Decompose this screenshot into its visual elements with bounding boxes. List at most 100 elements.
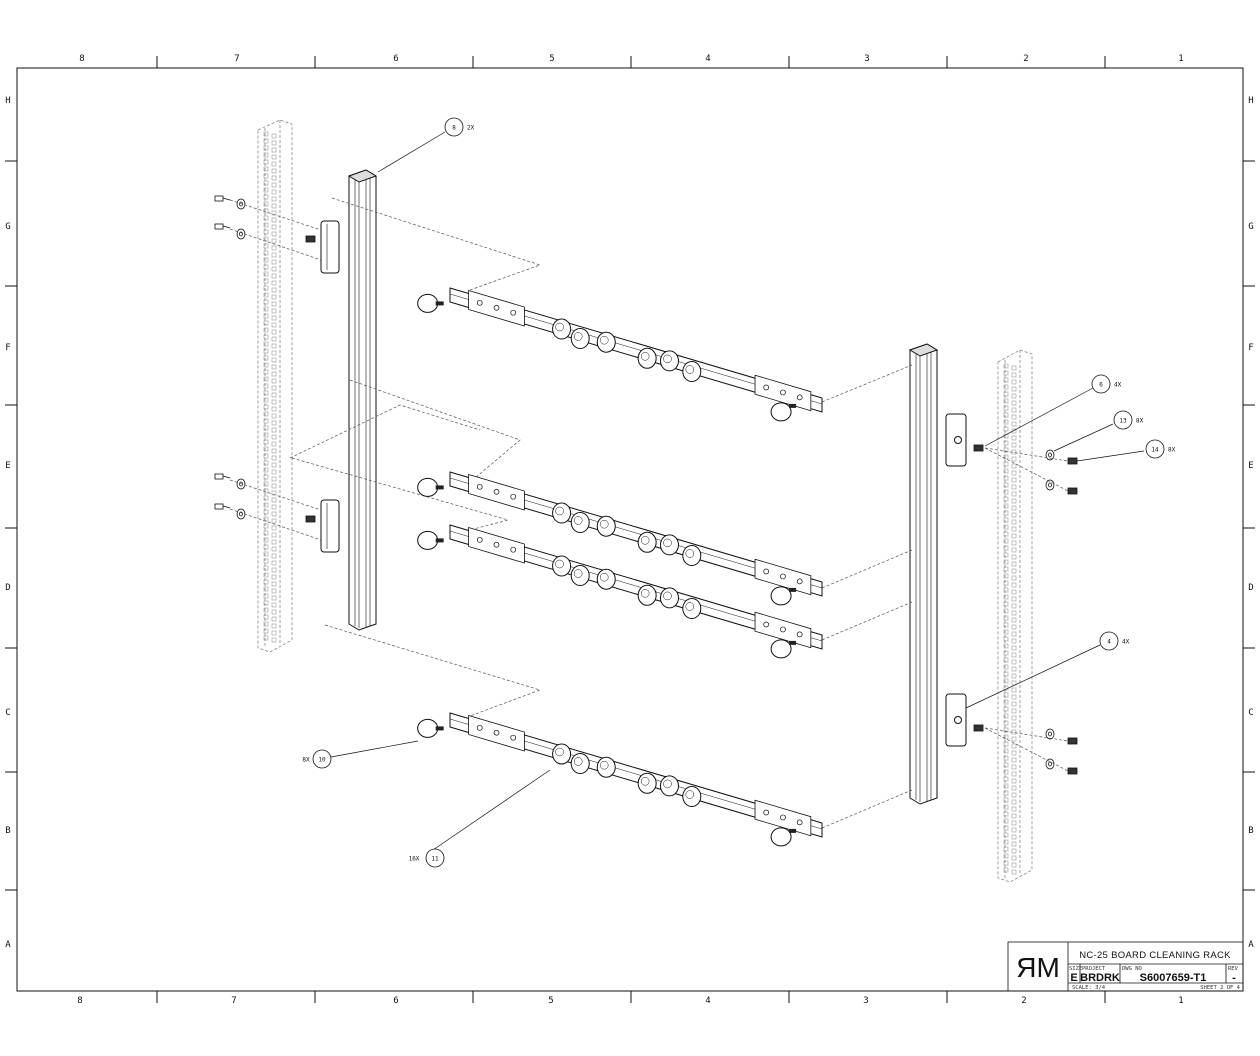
- upright-slot: [271, 630, 277, 636]
- zone-col-6-bottom: 6: [393, 996, 398, 1006]
- upright-slot: [263, 558, 269, 564]
- upright-slot: [1003, 706, 1009, 712]
- upright-slot: [1003, 580, 1009, 586]
- upright-slot: [263, 621, 269, 627]
- upright-slot: [271, 371, 277, 377]
- upright-slot: [263, 306, 269, 312]
- upright-slot: [271, 539, 277, 545]
- upright-slot: [1003, 643, 1009, 649]
- bolt-hole: [510, 546, 517, 553]
- upright-slot: [1011, 764, 1017, 770]
- upright-slot: [1003, 811, 1009, 817]
- upright-slot: [1003, 769, 1009, 775]
- upright-slot: [271, 406, 277, 412]
- upright-slot: [271, 483, 277, 489]
- screw-icon: [214, 473, 231, 480]
- upright-slot: [1011, 386, 1017, 392]
- balloon-item-11: 11 16X: [409, 848, 445, 868]
- upright-slot: [1011, 435, 1017, 441]
- upright-slot: [263, 390, 269, 396]
- left-hardware: [214, 195, 316, 523]
- zone-col-1: 1: [1178, 54, 1183, 64]
- upright-slot: [1011, 659, 1017, 665]
- washer-icon: [1045, 728, 1055, 740]
- thumb-screw: [417, 718, 439, 738]
- upright-slot: [263, 201, 269, 207]
- thumb-knob: [570, 565, 590, 586]
- upright-slot: [263, 383, 269, 389]
- zone-row-f: F: [5, 343, 10, 353]
- upright-slot: [271, 238, 277, 244]
- upright-slot: [1011, 547, 1017, 553]
- upright-slot: [271, 140, 277, 146]
- knob-face: [555, 506, 564, 516]
- upright-slot: [1003, 601, 1009, 607]
- upright-slot: [1003, 797, 1009, 803]
- upright-slot: [271, 504, 277, 510]
- upright-slot: [1003, 818, 1009, 824]
- thumb-knob: [570, 512, 590, 533]
- upright-slot: [1003, 825, 1009, 831]
- upright-slot: [1011, 785, 1017, 791]
- upright-slot: [1011, 806, 1017, 812]
- knob-face: [685, 790, 695, 799]
- zone-col-5-bottom: 5: [548, 996, 553, 1006]
- upright-slot: [1011, 694, 1017, 700]
- upright-slot: [271, 588, 277, 594]
- upright-slot: [263, 404, 269, 410]
- knob-face: [573, 757, 583, 766]
- balloon-number: 10: [318, 757, 326, 764]
- upright-slot: [1003, 377, 1009, 383]
- zone-labels-right: H G F E D C B A: [1248, 96, 1254, 950]
- balloon-number: 13: [1119, 418, 1127, 425]
- upright-slot: [1003, 363, 1009, 369]
- upright-slot: [1011, 589, 1017, 595]
- bolt-hole: [493, 304, 500, 311]
- thumb-screw: [417, 477, 439, 497]
- upright-slot: [271, 385, 277, 391]
- upright-slot: [263, 586, 269, 592]
- left-phantom-slots: [263, 131, 277, 643]
- screw-icon: [973, 444, 984, 452]
- upright-slot: [263, 425, 269, 431]
- rail-bar: [449, 524, 823, 650]
- balloon-item-14: 14 8X: [1145, 439, 1176, 459]
- balloon-item-13: 13 8X: [1113, 410, 1144, 430]
- upright-slot: [1011, 610, 1017, 616]
- upright-slot: [1011, 778, 1017, 784]
- zone-col-8-bottom: 8: [77, 996, 82, 1006]
- zone-col-4-bottom: 4: [705, 996, 710, 1006]
- upright-slot: [271, 567, 277, 573]
- upright-slot: [1011, 512, 1017, 518]
- upright-slot: [1011, 568, 1017, 574]
- upright-slot: [263, 362, 269, 368]
- upright-slot: [271, 315, 277, 321]
- upright-slot: [271, 329, 277, 335]
- upright-slot: [1003, 412, 1009, 418]
- right-hardware: [973, 444, 1078, 775]
- balloon-qty: 8X: [1168, 447, 1176, 454]
- upright-slot: [1003, 741, 1009, 747]
- balloon-qty: 4X: [1114, 382, 1122, 389]
- upright-slot: [263, 187, 269, 193]
- thumb-screw: [770, 827, 792, 847]
- balloon-number: 6: [1099, 382, 1103, 389]
- thumb-knob: [552, 743, 572, 765]
- upright-slot: [271, 294, 277, 300]
- upright-slot: [1003, 846, 1009, 852]
- upright-slot: [1011, 442, 1017, 448]
- upright-slot: [1003, 419, 1009, 425]
- zone-row-e-right: E: [1248, 461, 1253, 471]
- upright-slot: [263, 502, 269, 508]
- rail-assembly: [417, 287, 823, 422]
- upright-slot: [263, 453, 269, 459]
- upright-slot: [1011, 631, 1017, 637]
- upright-slot: [271, 301, 277, 307]
- balloon-qty: 4X: [1122, 639, 1130, 646]
- zone-col-3-bottom: 3: [863, 996, 868, 1006]
- thumb-knob: [682, 361, 702, 382]
- upright-slot: [263, 341, 269, 347]
- upright-slot: [271, 602, 277, 608]
- upright-slot: [1011, 827, 1017, 833]
- upright-slot: [263, 271, 269, 277]
